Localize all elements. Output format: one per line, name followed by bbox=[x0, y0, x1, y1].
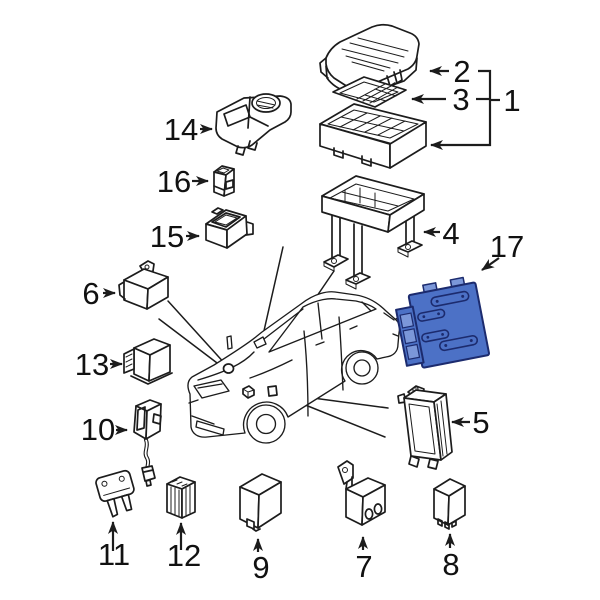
part-17-control-module-highlighted[interactable] bbox=[392, 275, 490, 370]
side-mirror bbox=[253, 336, 267, 349]
part-15-switch-module bbox=[205, 207, 254, 249]
callout-label-4[interactable]: 4 bbox=[442, 216, 459, 251]
callout-label-13[interactable]: 13 bbox=[75, 347, 109, 382]
part-4-fuse-box-bracket bbox=[321, 175, 425, 290]
callout-arrows bbox=[103, 66, 500, 552]
part-6-control-module-small bbox=[118, 260, 169, 310]
part-5-control-module bbox=[397, 385, 453, 470]
callout-label-3[interactable]: 3 bbox=[452, 82, 469, 117]
callout-label-9[interactable]: 9 bbox=[252, 550, 269, 585]
part-14-bracket-module bbox=[215, 93, 292, 156]
callout-labels: 1 2 3 4 5 6 7 8 9 10 11 12 13 14 15 16 1… bbox=[75, 54, 524, 585]
hood-location-marker bbox=[222, 363, 235, 374]
callout-label-17[interactable]: 17 bbox=[490, 229, 524, 264]
antenna bbox=[226, 335, 233, 350]
part-7-relay-with-bracket bbox=[337, 460, 386, 526]
part-2-fuse-box-cover bbox=[319, 23, 420, 97]
part-10-connector-pigtail bbox=[133, 399, 162, 487]
part-11-blade-fuse bbox=[95, 469, 135, 518]
callout-label-16[interactable]: 16 bbox=[157, 164, 191, 199]
rear-door-seam bbox=[338, 316, 344, 391]
callout-label-12[interactable]: 12 bbox=[167, 538, 201, 573]
side-windows bbox=[268, 298, 377, 353]
part-3-fuse-card bbox=[332, 76, 407, 108]
callout-label-11[interactable]: 11 bbox=[98, 537, 130, 572]
callout-arrow-17 bbox=[481, 257, 500, 271]
part-12-cartridge-fuse bbox=[166, 476, 196, 519]
callout-label-5[interactable]: 5 bbox=[472, 405, 489, 440]
car-body bbox=[187, 291, 401, 438]
callout-label-15[interactable]: 15 bbox=[150, 219, 184, 254]
part-1-fuse-box bbox=[319, 103, 427, 169]
part-8-relay bbox=[433, 478, 466, 530]
front-wheel bbox=[246, 404, 286, 444]
fender-location-marker bbox=[267, 385, 278, 397]
callout-label-10[interactable]: 10 bbox=[81, 412, 115, 447]
location-markers bbox=[222, 363, 278, 399]
callout-label-14[interactable]: 14 bbox=[164, 112, 198, 147]
part-13-control-unit-small bbox=[123, 338, 173, 385]
callout-label-2[interactable]: 2 bbox=[453, 54, 470, 89]
callout-label-6[interactable]: 6 bbox=[82, 276, 99, 311]
callout-label-1[interactable]: 1 bbox=[503, 83, 520, 118]
callout-label-7[interactable]: 7 bbox=[355, 549, 372, 584]
front-door-seam bbox=[303, 330, 309, 417]
callout-label-8[interactable]: 8 bbox=[442, 547, 459, 582]
part-16-mini-relay bbox=[213, 165, 235, 197]
rear-wheel bbox=[345, 351, 379, 385]
car-illustration bbox=[187, 291, 401, 444]
callout-bracket-1 bbox=[430, 69, 492, 150]
part-9-relay-large bbox=[239, 473, 282, 532]
